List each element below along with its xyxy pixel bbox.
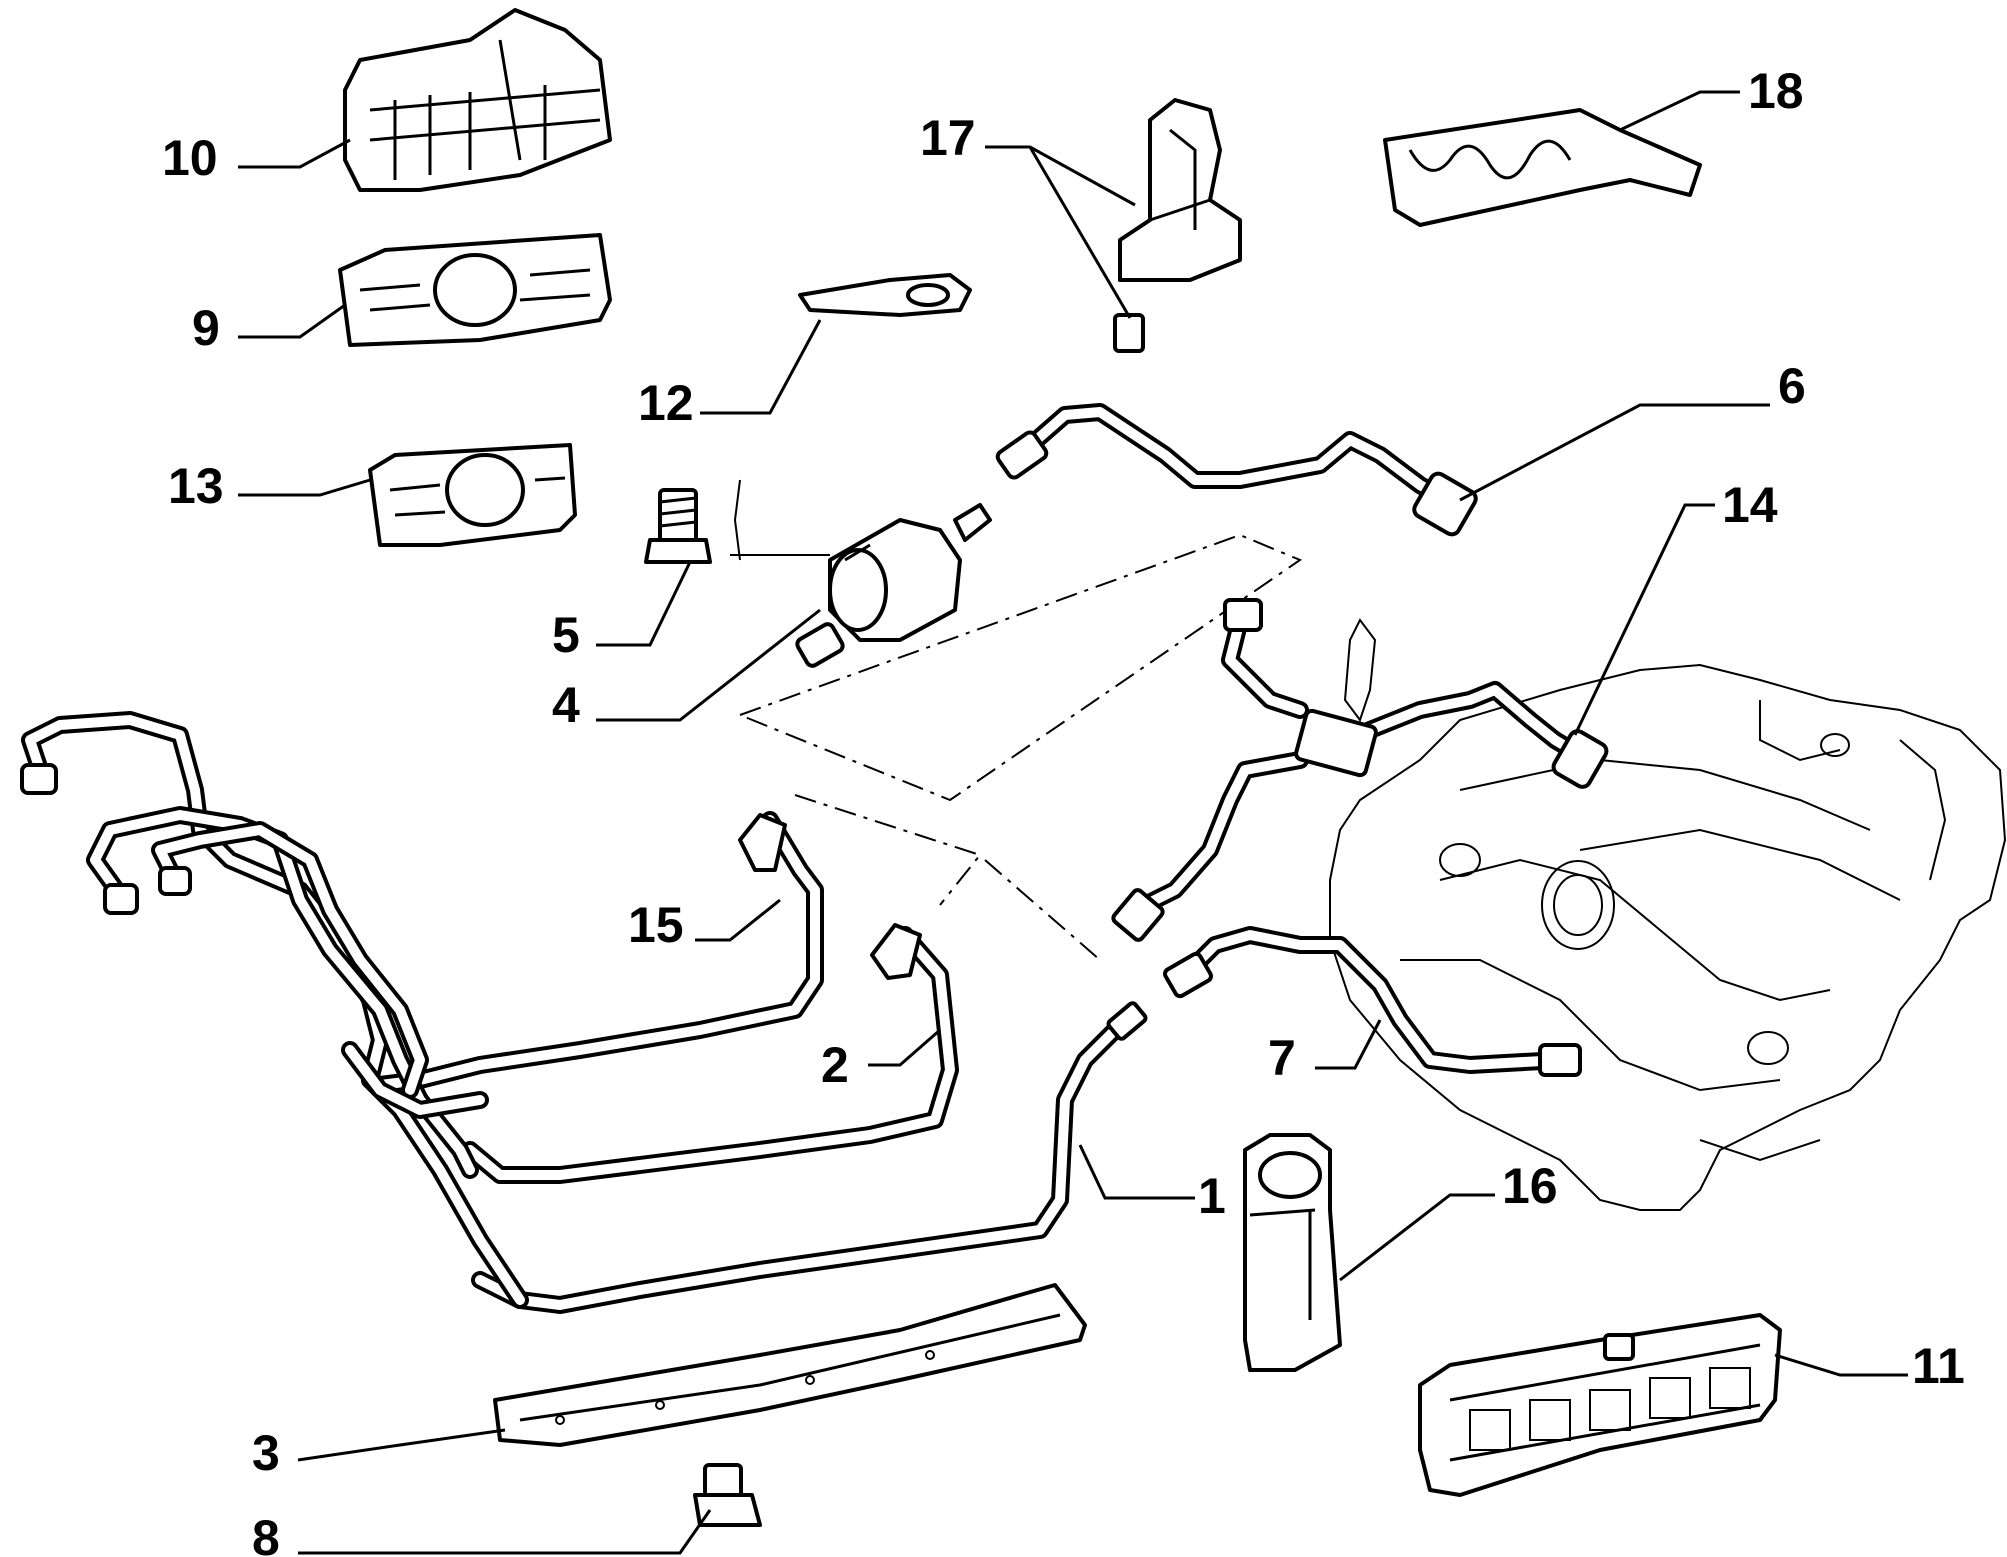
- clip-11: [1418, 1313, 1782, 1497]
- clip-17: [1113, 98, 1242, 353]
- pipe-14: [1111, 598, 1609, 942]
- clamp-16: [1243, 1133, 1342, 1372]
- callout-6: 6: [1778, 358, 1806, 414]
- guard-3: [493, 1283, 1087, 1447]
- leader-lines: [238, 90, 1908, 1555]
- callout-12: 12: [638, 375, 694, 431]
- callout-13: 13: [168, 458, 224, 514]
- callout-16: 16: [1502, 1158, 1558, 1214]
- callout-2: 2: [821, 1037, 849, 1093]
- callout-1: 1: [1198, 1168, 1226, 1224]
- callout-7: 7: [1268, 1030, 1296, 1086]
- callout-18: 18: [1748, 63, 1804, 119]
- callout-14: 14: [1722, 477, 1778, 533]
- callout-11: 11: [1912, 1338, 1965, 1394]
- clip-9: [338, 233, 612, 347]
- callout-5: 5: [552, 607, 580, 663]
- callout-3: 3: [252, 1425, 280, 1481]
- clip-10: [343, 8, 612, 192]
- clip-13: [368, 443, 577, 547]
- callout-8: 8: [252, 1510, 280, 1557]
- callout-4: 4: [552, 677, 580, 733]
- fuel-tank: [1329, 618, 2007, 1211]
- fuel-pipes: [20, 403, 1609, 1314]
- pipe-1: [471, 1001, 1148, 1314]
- pipe-15: [371, 811, 824, 1094]
- dashed-grouping-lines: [737, 533, 1303, 961]
- callout-10: 10: [162, 130, 218, 186]
- pipe-7: [1163, 926, 1582, 1077]
- callout-17: 17: [920, 110, 976, 166]
- pipe-6: [995, 403, 1478, 537]
- pipe-2: [461, 923, 959, 1184]
- clip-18: [1383, 108, 1702, 227]
- pipe-bundle: [20, 711, 529, 1309]
- bolt-8: [693, 1463, 762, 1527]
- bracket-plate-12: [798, 273, 972, 317]
- callout-15: 15: [628, 897, 684, 953]
- fuel-filter: [730, 479, 992, 668]
- bolt-5: [644, 488, 712, 564]
- callout-9: 9: [192, 300, 220, 356]
- callout-numbers: 1 2 3 4 5 6 7 8 9 10 11 12 13 14 15 16 1…: [162, 63, 1965, 1557]
